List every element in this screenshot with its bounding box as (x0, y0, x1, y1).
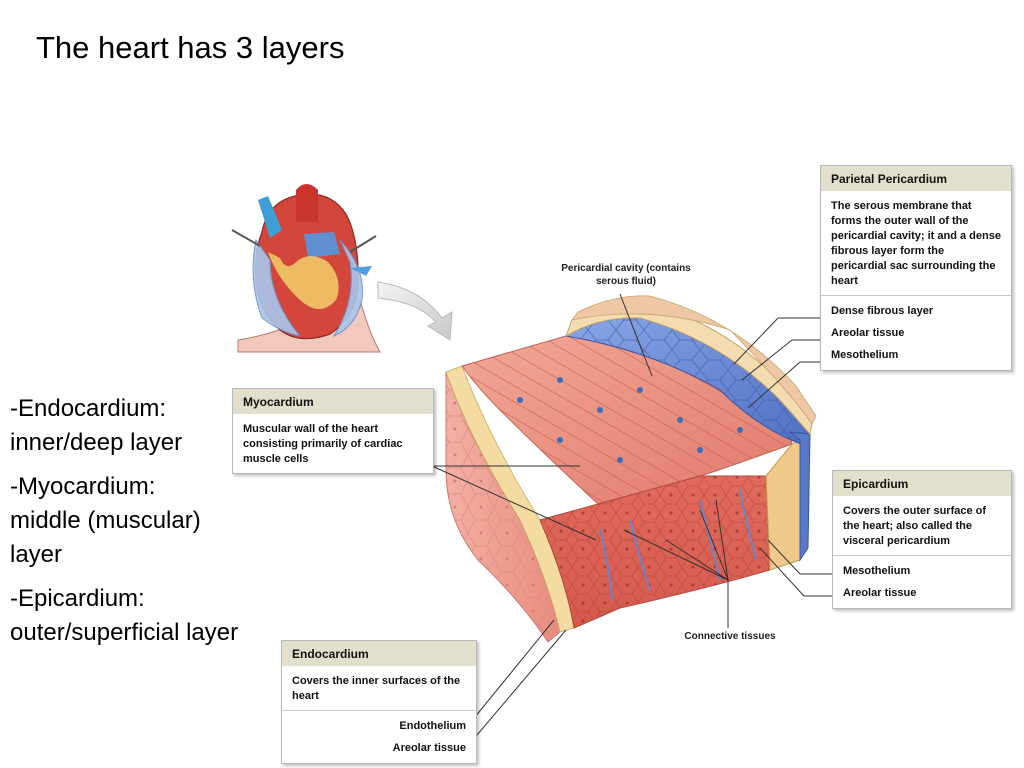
myocardium-box: Myocardium Muscular wall of the heart co… (232, 388, 434, 474)
layer-desc: inner/deep layer (10, 429, 183, 456)
layer-item-endocardium: -Endocardium: inner/deep layer (10, 392, 250, 460)
sublabel-areolar-tissue: Areolar tissue (843, 587, 917, 599)
sublabel-endothelium: Endothelium (399, 720, 466, 732)
leader-lines (431, 293, 832, 749)
layer-item-epicardium: -Epicardium: outer/superficial layer (10, 582, 250, 650)
parietal-pericardium-box: Parietal Pericardium The serous membrane… (820, 165, 1012, 371)
arrow-icon (377, 281, 453, 341)
layer-list: -Endocardium: inner/deep layer -Myocardi… (10, 392, 250, 660)
sublabel-areolar-tissue: Areolar tissue (831, 327, 905, 339)
box-description: Muscular wall of the heart consisting pr… (243, 423, 403, 465)
sublabel-mesothelium: Mesothelium (843, 565, 911, 577)
layer-item-myocardium: -Myocardium: middle (muscular) layer (10, 470, 250, 572)
box-description: Covers the inner surfaces of the heart (292, 675, 461, 702)
box-sublabels: Endothelium Areolar tissue (282, 710, 476, 763)
layer-name: -Endocardium: (10, 395, 167, 422)
connective-tissues-label: Connective tissues (684, 631, 776, 642)
box-description: Covers the outer surface of the heart; a… (843, 505, 987, 547)
box-description: The serous membrane that forms the outer… (831, 200, 1001, 287)
layer-desc: middle (muscular) layer (10, 507, 201, 568)
layer-desc: outer/superficial layer (10, 619, 239, 646)
endocardium-box: Endocardium Covers the inner surfaces of… (281, 640, 477, 764)
box-title: Epicardium (833, 471, 1011, 496)
tissue-block (445, 295, 817, 643)
sublabel-areolar-tissue: Areolar tissue (392, 742, 466, 754)
pericardial-cavity-label: Pericardial cavity (contains serous flui… (561, 263, 691, 287)
layer-name: -Epicardium: (10, 585, 145, 612)
sublabel-dense-fibrous-layer: Dense fibrous layer (831, 305, 934, 317)
slide-title: The heart has 3 layers (36, 30, 345, 65)
epicardium-box: Epicardium Covers the outer surface of t… (832, 470, 1012, 609)
layer-name: -Myocardium: (10, 473, 156, 500)
sublabel-mesothelium: Mesothelium (831, 349, 899, 361)
box-sublabels: Dense fibrous layer Areolar tissue Mesot… (821, 295, 1011, 370)
box-title: Endocardium (282, 641, 476, 666)
heart-thumbnail (231, 184, 381, 353)
box-title: Parietal Pericardium (821, 166, 1011, 191)
box-sublabels: Mesothelium Areolar tissue (833, 555, 1011, 608)
box-title: Myocardium (233, 389, 433, 414)
